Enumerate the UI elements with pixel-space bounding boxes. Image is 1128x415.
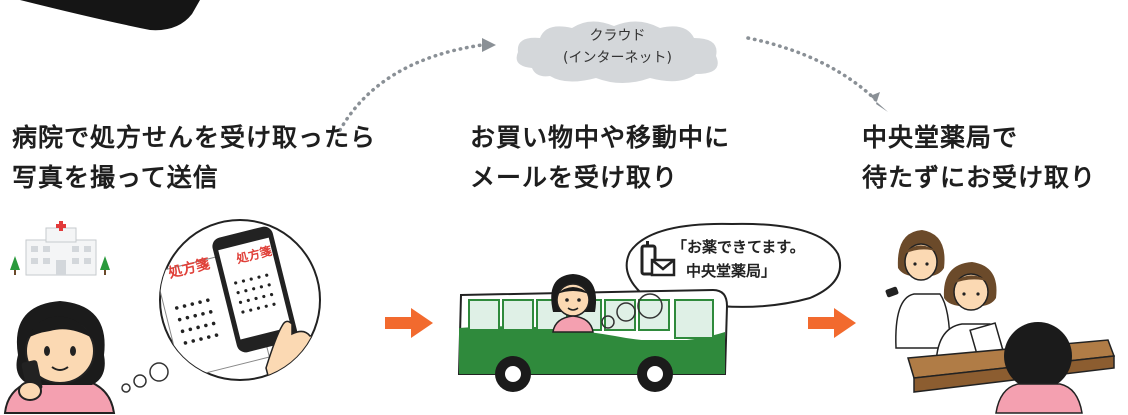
message-line2: 中央堂薬局」: [686, 262, 777, 280]
hospital-icon: [10, 221, 110, 276]
step2-heading: お買い物中や移動中に メールを受け取り: [470, 118, 730, 198]
cloud-label-line2: (インターネット): [563, 50, 672, 66]
device-corner-shape: [0, 0, 200, 31]
bus-thought-bubbles: [601, 293, 663, 329]
prescription-photo-circle: 処方箋 処方箋: [158, 218, 323, 383]
cloud-shape: [516, 21, 718, 83]
bus-illustration: [457, 274, 729, 392]
message-line1: 「お薬できてます。: [672, 238, 805, 256]
step2-heading-line2: メールを受け取り: [470, 163, 679, 192]
step1-heading-line1: 病院で処方せんを受け取ったら: [12, 123, 377, 152]
girl-with-phone: [3, 301, 116, 414]
pharmacy-counter-scene: [885, 230, 1116, 414]
cloud-label-line1: クラウド: [589, 28, 646, 44]
cloud-internet: クラウド (インターネット): [510, 18, 725, 84]
flow-arrow-2: [808, 308, 856, 338]
step1-heading-line2: 写真を撮って送信: [12, 163, 219, 192]
step2-heading-line1: お買い物中や移動中に: [470, 123, 731, 152]
flow-arrow-1: [385, 308, 433, 338]
mobile-mail-icon: [640, 241, 676, 277]
step3-heading-line1: 中央堂薬局で: [862, 123, 1019, 152]
step3-heading: 中央堂薬局で 待たずにお受け取り: [862, 118, 1096, 198]
magnify-circle: [159, 219, 321, 381]
step3-heading-line2: 待たずにお受け取り: [862, 163, 1097, 192]
thought-bubbles: [121, 362, 169, 393]
step1-heading: 病院で処方せんを受け取ったら 写真を撮って送信: [12, 118, 376, 198]
